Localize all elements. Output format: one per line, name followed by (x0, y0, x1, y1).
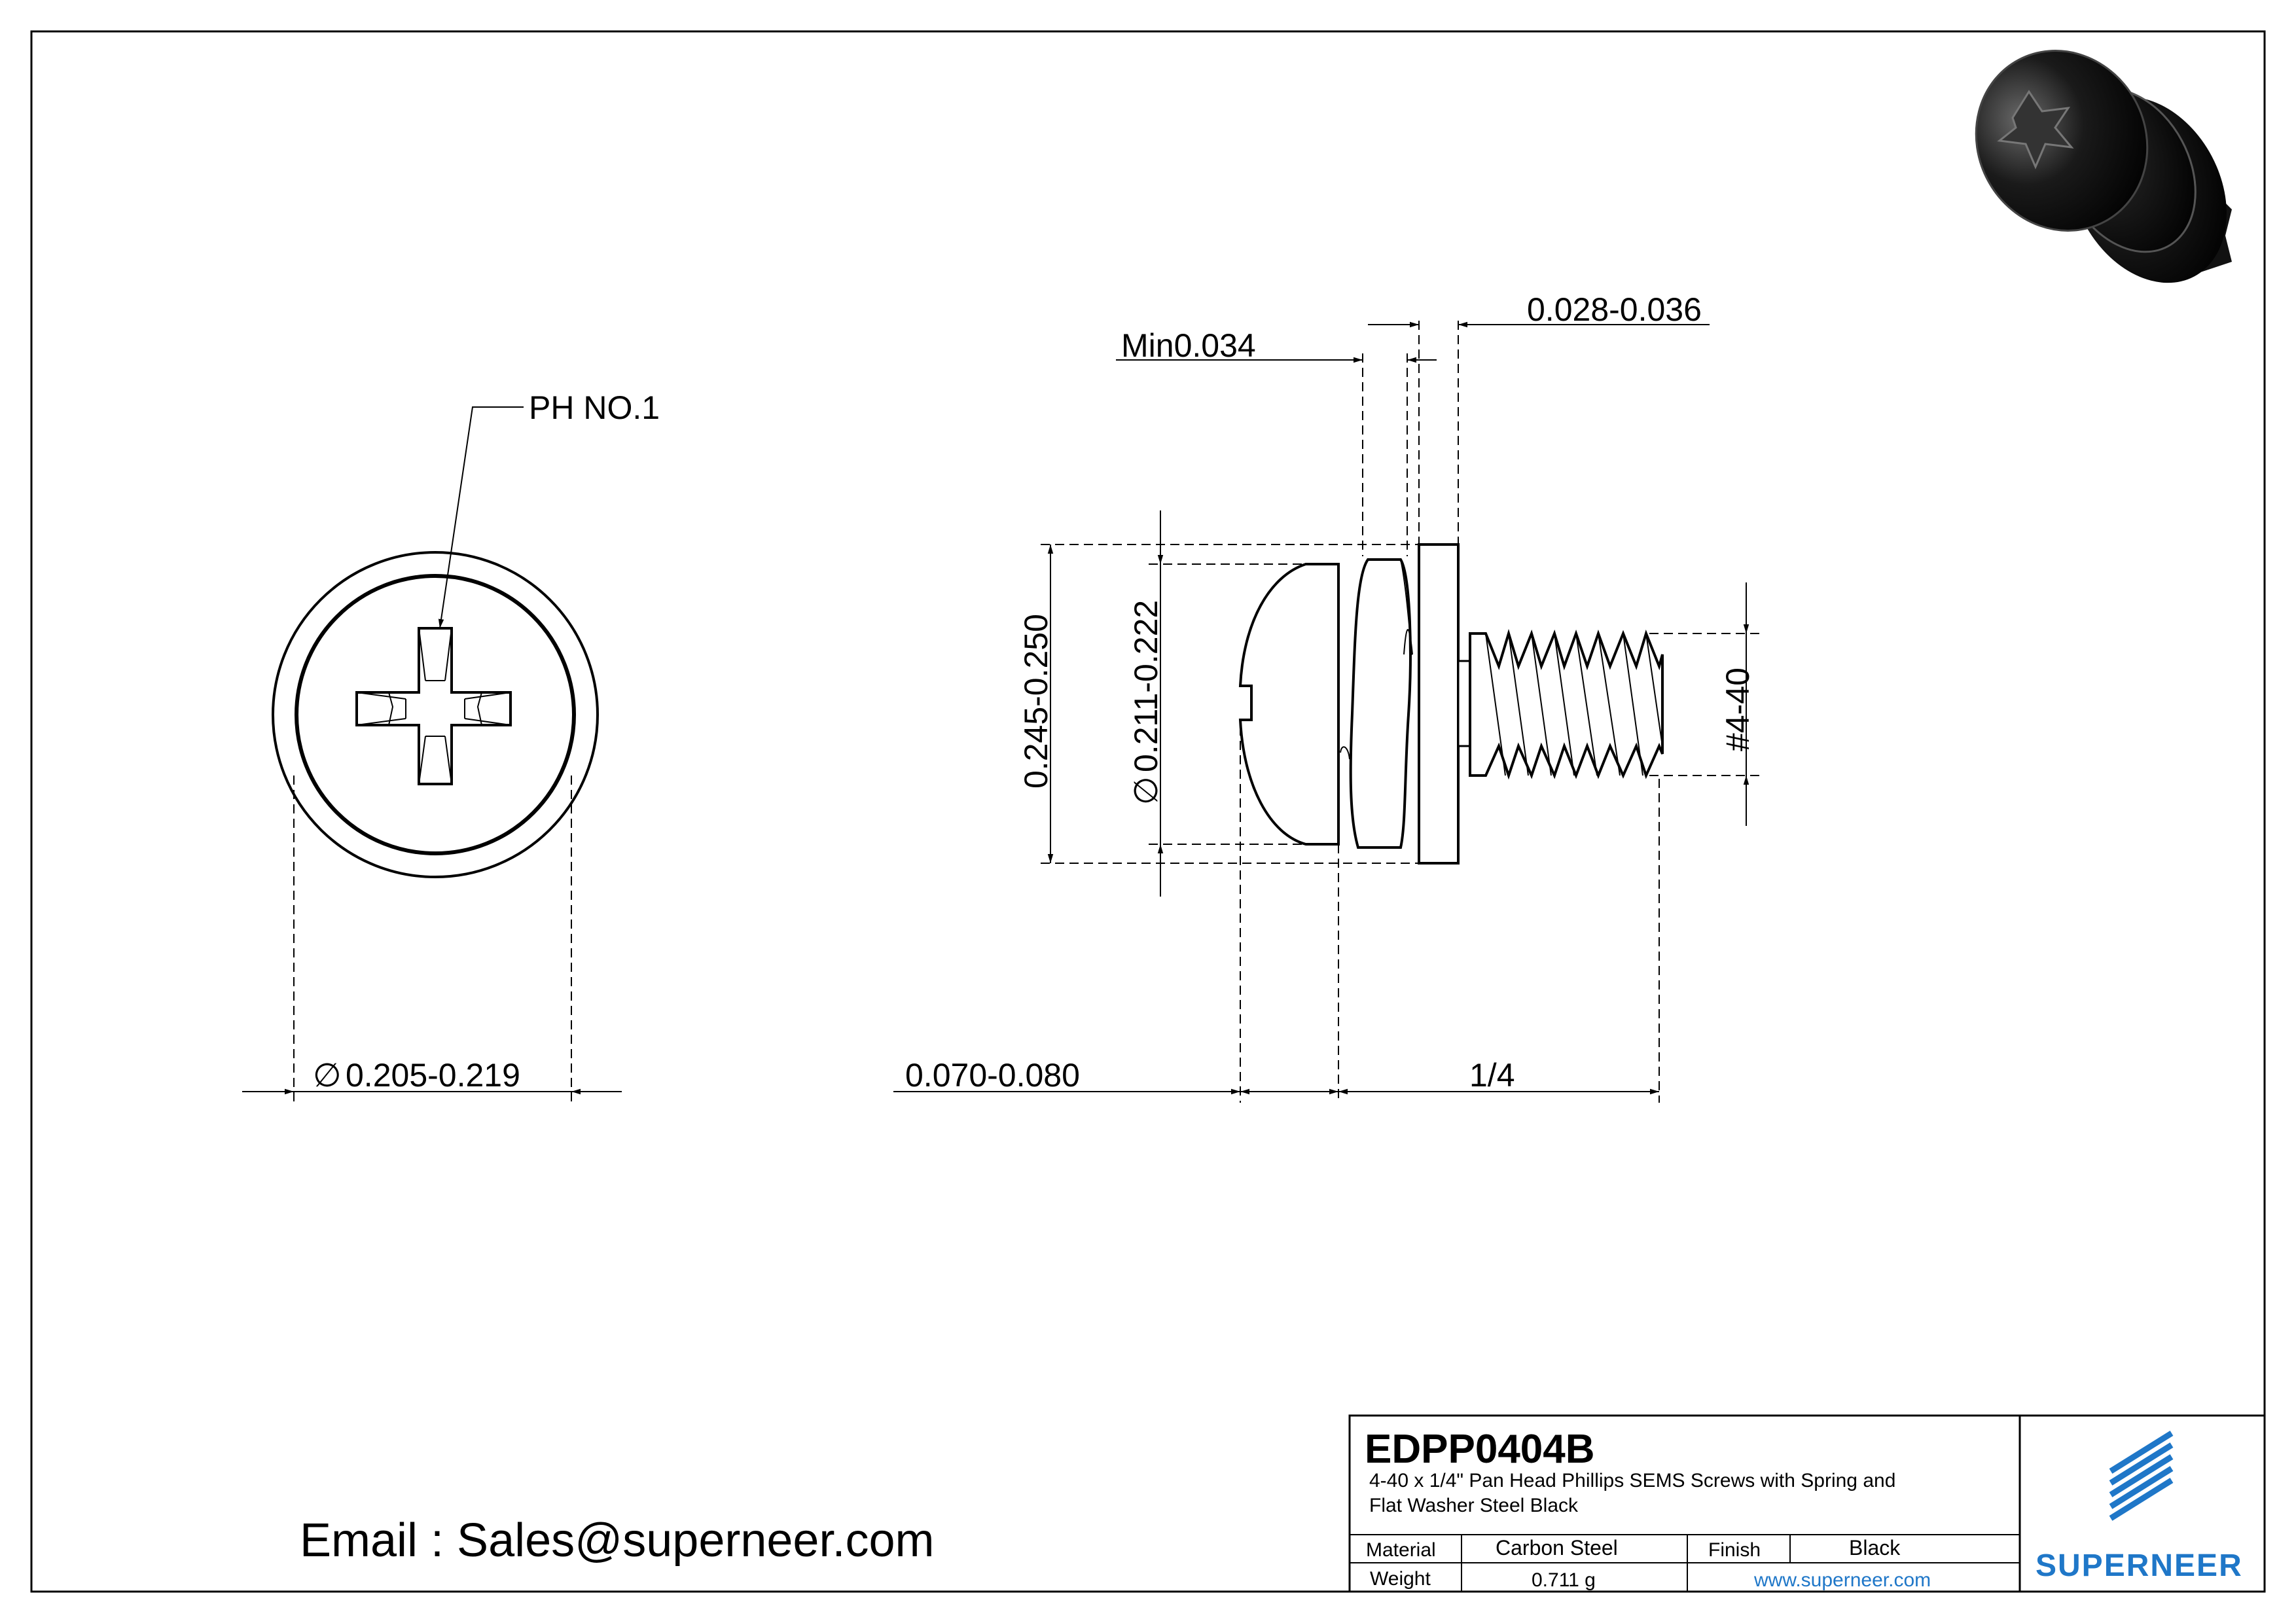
dim-spring-washer: Min0.034 (1121, 327, 1256, 364)
spring-washer (1349, 558, 1412, 849)
superneer-logo-icon (2109, 1431, 2174, 1521)
website-link[interactable]: www.superneer.com (1753, 1569, 1931, 1591)
sheet-border (30, 30, 2266, 1593)
part-number: EDPP0404B (1365, 1427, 1595, 1472)
diameter-symbol-side: ∅ (1128, 776, 1164, 805)
diameter-symbol: ∅ (313, 1057, 342, 1094)
dim-head-height: 0.070-0.080 (905, 1057, 1080, 1094)
description-line1: 4-40 x 1/4" Pan Head Phillips SEMS Screw… (1369, 1470, 1895, 1491)
weight-value: 0.711 g (1532, 1569, 1596, 1591)
email-text: Email : Sales@superneer.com (300, 1514, 935, 1567)
material-label: Material (1366, 1539, 1436, 1561)
dim-thread: #4-40 (1719, 668, 1756, 751)
head-inner-circle (295, 574, 576, 855)
ph-leader (438, 406, 524, 629)
brand-name: SUPERNEER (2036, 1548, 2243, 1583)
title-block: EDPP0404B 4-40 x 1/4" Pan Head Phillips … (1348, 1414, 2266, 1593)
thread (1469, 629, 1664, 780)
front-view: PH NO.1 ∅ 0.205-0.219 (242, 389, 660, 1106)
pan-head (1238, 563, 1340, 846)
screw-render-icon (1975, 50, 2232, 283)
dim-head-dia-side: 0.211-0.222 (1128, 600, 1164, 772)
flat-washer (1418, 543, 1460, 865)
description-line2: Flat Washer Steel Black (1369, 1495, 1579, 1516)
dim-flat-washer: 0.028-0.036 (1527, 291, 1702, 328)
weight-label: Weight (1370, 1568, 1431, 1590)
dim-head-diameter: 0.205-0.219 (346, 1057, 520, 1094)
shank (1457, 660, 1471, 747)
side-view: 0.245-0.250 0.211-0.222 ∅ #4-40 0.070-0.… (893, 291, 1761, 1103)
phillips-recess (355, 627, 512, 785)
callout-ph-label: PH NO.1 (529, 389, 660, 426)
material-value: Carbon Steel (1496, 1536, 1618, 1560)
finish-value: Black (1849, 1536, 1901, 1560)
dim-overall-height: 0.245-0.250 (1018, 614, 1054, 789)
finish-label: Finish (1708, 1539, 1761, 1561)
dim-length: 1/4 (1469, 1057, 1515, 1094)
